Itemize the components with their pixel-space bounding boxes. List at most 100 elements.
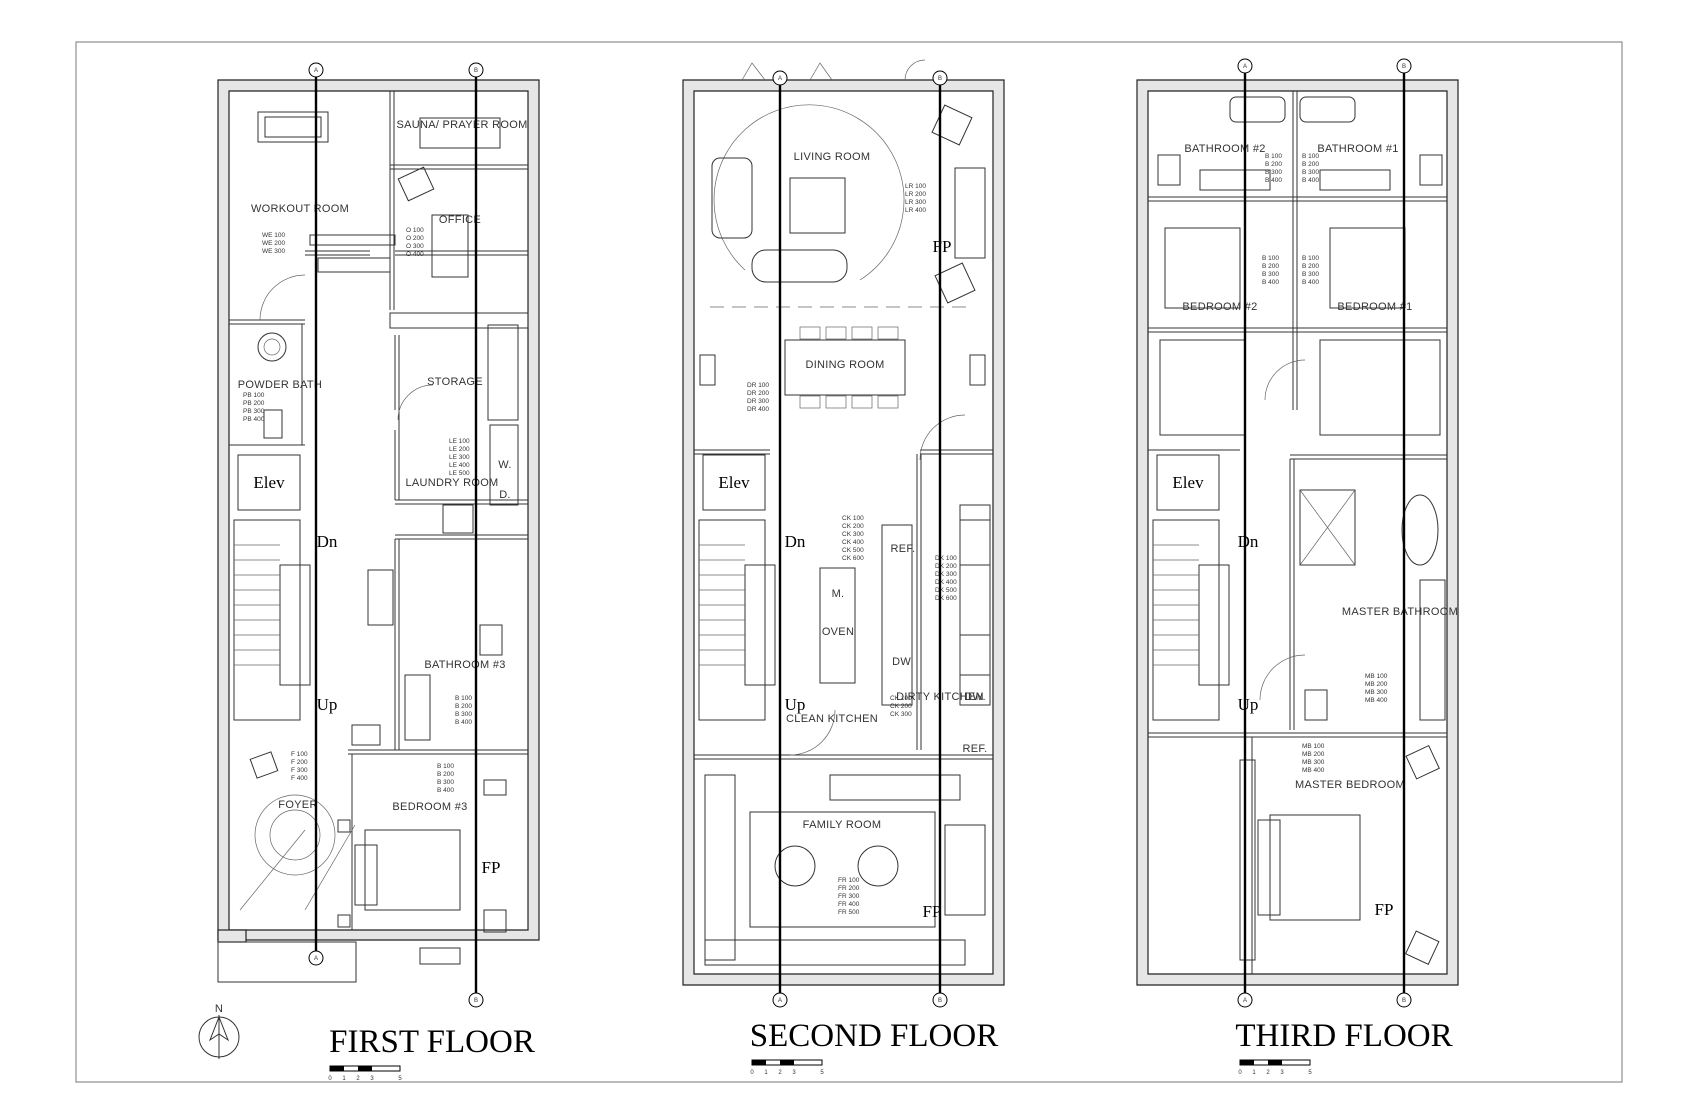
grid-marker-b-top: B: [468, 62, 484, 78]
svg-text:0: 0: [328, 1076, 332, 1082]
room-label-sauna: SAUNA/ PRAYER ROOM: [396, 119, 527, 131]
svg-text:B 400: B 400: [1302, 177, 1319, 184]
room-label-bathroom-2: BATHROOM #2: [1184, 143, 1265, 155]
north-label: N: [215, 1003, 223, 1015]
svg-text:LR 200: LR 200: [905, 191, 926, 198]
svg-text:LE 100: LE 100: [449, 438, 470, 445]
svg-text:B 200: B 200: [1262, 263, 1279, 270]
svg-text:F 400: F 400: [291, 775, 308, 782]
first-floor-plan: SAUNA/ PRAYER ROOM WORKOUT ROOM OFFICE S…: [217, 62, 540, 1008]
svg-text:5: 5: [1308, 1070, 1312, 1076]
svg-text:O 400: O 400: [406, 251, 424, 258]
svg-text:B 300: B 300: [1302, 271, 1319, 278]
room-label-bedroom-2: BEDROOM #2: [1182, 301, 1257, 313]
stair-down-label-3: Dn: [1238, 532, 1259, 551]
svg-text:3: 3: [792, 1070, 796, 1076]
dryer-label: D.: [499, 489, 511, 501]
svg-text:MB 400: MB 400: [1302, 767, 1325, 774]
svg-text:LR 400: LR 400: [905, 207, 926, 214]
svg-text:LE 400: LE 400: [449, 462, 470, 469]
svg-text:B 100: B 100: [1302, 255, 1319, 262]
floor-title-first: FIRST FLOOR: [329, 1024, 535, 1060]
svg-text:CK 200: CK 200: [842, 523, 864, 530]
svg-text:B 200: B 200: [437, 771, 454, 778]
svg-text:LR 300: LR 300: [905, 199, 926, 206]
svg-text:B 200: B 200: [455, 703, 472, 710]
svg-text:B 100: B 100: [437, 763, 454, 770]
washer-label: W.: [498, 459, 511, 471]
svg-text:A: A: [1243, 998, 1247, 1004]
svg-text:MB 300: MB 300: [1365, 689, 1388, 696]
svg-text:LE 500: LE 500: [449, 470, 470, 477]
svg-text:CK 500: CK 500: [842, 547, 864, 554]
room-label-master-bedroom: MASTER BEDROOM: [1295, 779, 1405, 791]
svg-text:B: B: [474, 68, 478, 74]
svg-text:B 300: B 300: [455, 711, 472, 718]
svg-text:A: A: [1243, 64, 1247, 70]
grid-marker-b-bottom: B: [468, 992, 484, 1008]
svg-text:B 300: B 300: [1262, 271, 1279, 278]
grid-marker-b-top-2: B: [932, 70, 948, 86]
room-label-master-bath: MASTER BATHROOM: [1342, 606, 1458, 618]
stair-down-label: Dn: [317, 532, 338, 551]
grid-marker-a-bottom: A: [308, 950, 324, 966]
stair-down-label-2: Dn: [785, 532, 806, 551]
svg-text:B 400: B 400: [1265, 177, 1282, 184]
svg-text:FR 500: FR 500: [838, 909, 860, 916]
room-label-bedroom-3: BEDROOM #3: [392, 801, 467, 813]
svg-text:DK 200: DK 200: [935, 563, 957, 570]
svg-text:LE 300: LE 300: [449, 454, 470, 461]
floor-title-third: THIRD FLOOR: [1235, 1018, 1452, 1054]
svg-text:B 300: B 300: [1302, 169, 1319, 176]
elevator-label: Elev: [253, 473, 285, 492]
svg-text:1: 1: [1252, 1070, 1256, 1076]
svg-text:WE 100: WE 100: [262, 232, 286, 239]
svg-text:B: B: [938, 76, 942, 82]
dishwasher-label: DW.: [892, 656, 914, 668]
third-floor-plan: BATHROOM #2 BATHROOM #1 BEDROOM #2 BEDRO…: [1136, 58, 1459, 1008]
svg-text:DK 100: DK 100: [935, 555, 957, 562]
svg-text:LR 100: LR 100: [905, 183, 926, 190]
stair-up-label-3: Up: [1238, 695, 1259, 714]
svg-text:B 400: B 400: [455, 719, 472, 726]
svg-text:PB 100: PB 100: [243, 392, 265, 399]
svg-text:B 100: B 100: [455, 695, 472, 702]
room-label-bathroom-3: BATHROOM #3: [424, 659, 505, 671]
svg-text:DR 300: DR 300: [747, 398, 769, 405]
grid-marker-b-top-3: B: [1396, 58, 1412, 74]
fireplace-label-family: FP: [923, 902, 942, 921]
scale-bar-first: 0 1 2 3 5: [328, 1065, 402, 1082]
grid-marker-a-top-2: A: [772, 70, 788, 86]
svg-text:CK 100: CK 100: [842, 515, 864, 522]
svg-text:DK 300: DK 300: [935, 571, 957, 578]
svg-text:PB 400: PB 400: [243, 416, 265, 423]
room-label-laundry: LAUNDRY ROOM: [405, 477, 498, 489]
svg-text:PB 200: PB 200: [243, 400, 265, 407]
svg-text:B: B: [1402, 998, 1406, 1004]
room-label-powder-bath: POWDER BATH: [238, 379, 322, 391]
svg-text:FR 100: FR 100: [838, 877, 860, 884]
svg-text:3: 3: [1280, 1070, 1284, 1076]
svg-text:F 200: F 200: [291, 759, 308, 766]
svg-text:DK 400: DK 400: [935, 579, 957, 586]
oven-label: OVEN: [822, 626, 854, 638]
sheet-border: [75, 41, 1623, 1083]
svg-text:FR 200: FR 200: [838, 885, 860, 892]
svg-text:MB 400: MB 400: [1365, 697, 1388, 704]
svg-text:B 300: B 300: [437, 779, 454, 786]
svg-text:B 400: B 400: [1302, 279, 1319, 286]
svg-text:F 100: F 100: [291, 751, 308, 758]
grid-marker-a-top: A: [308, 62, 324, 78]
svg-text:FR 300: FR 300: [838, 893, 860, 900]
dishwasher-label-dirty: DW.: [964, 691, 986, 703]
refrigerator-label: REF.: [890, 543, 915, 555]
